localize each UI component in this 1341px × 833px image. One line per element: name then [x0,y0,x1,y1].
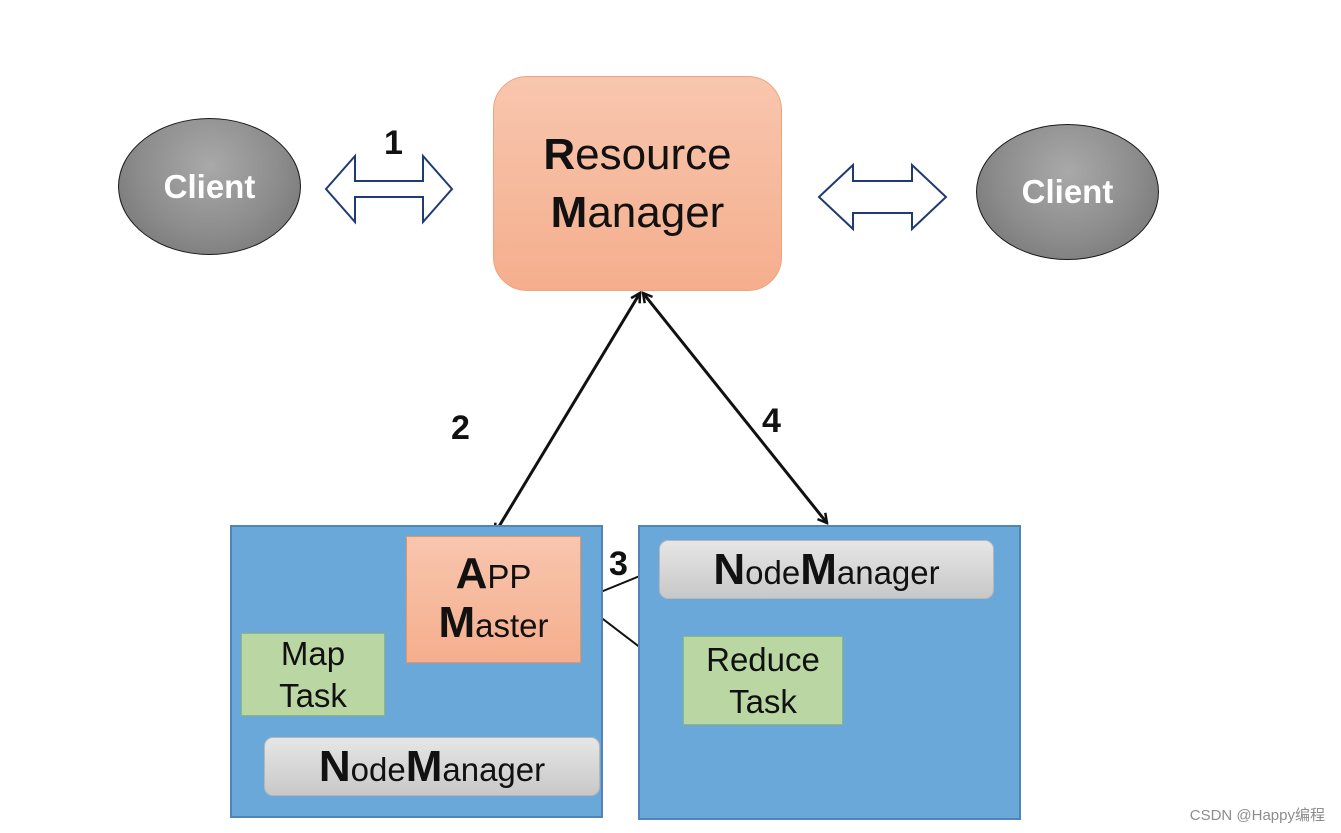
task-line: Task [279,676,347,714]
task-line: Task [729,682,797,720]
node-manager-right: NodeManager [659,540,994,599]
initial-letter: N [318,741,351,791]
node-manager-label: NodeManager [319,742,545,792]
step-label-2: 2 [451,409,470,447]
word-rest: esource [575,129,732,179]
step-label-4: 4 [762,402,781,440]
map-task-node: Map Task [241,633,385,716]
right-double-arrow [817,162,948,232]
word-rest: anager [442,750,546,788]
task-line: Reduce [706,640,820,678]
initial-letter: M [438,597,476,647]
client-label: Client [1021,173,1114,210]
node-manager-label: NodeManager [713,545,939,595]
word-rest: ode [745,553,801,591]
word-rest: PP [487,557,532,595]
word-rest: anager [836,553,940,591]
word-rest: anager [587,187,725,237]
initial-letter: N [713,544,746,594]
app-master-node: APP Master [406,536,581,663]
step-label-3: 3 [609,545,628,583]
client-node-right: Client [976,124,1159,260]
client-label: Client [163,167,256,205]
word-rest: ode [350,750,406,788]
node-manager-left: NodeManager [264,737,600,796]
initial-letter: M [550,187,588,237]
watermark: CSDN @Happy编程 [1189,807,1325,824]
resource-manager-line1: Resource [543,126,731,184]
initial-letter: M [800,544,837,594]
initial-letter: R [543,129,576,179]
app-master-line1: APP [455,548,532,600]
rm-nodemanager-connector [643,293,827,523]
step-label-1: 1 [384,124,403,162]
resource-manager-node: Resource Manager [493,76,782,291]
initial-letter: A [455,548,488,598]
client-node-left: Client [118,118,301,255]
word-rest: aster [475,606,549,644]
rm-appmaster-connector [495,293,640,533]
left-double-arrow [324,153,454,225]
app-master-line2: Master [438,597,549,649]
resource-manager-line2: Manager [551,184,725,242]
reduce-task-node: Reduce Task [683,636,843,725]
task-line: Map [280,634,346,672]
initial-letter: M [405,741,443,791]
